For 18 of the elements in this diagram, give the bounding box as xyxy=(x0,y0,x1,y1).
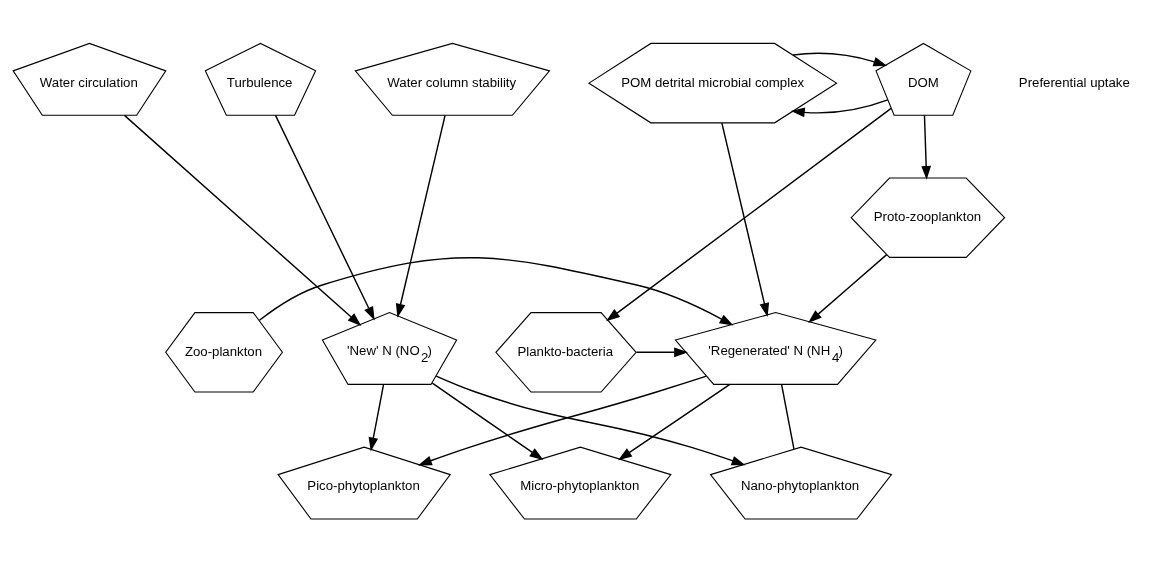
arrow xyxy=(258,256,734,326)
arrow xyxy=(274,114,375,321)
arrow xyxy=(368,383,385,451)
arrow xyxy=(921,114,932,180)
arrow xyxy=(790,98,889,117)
label: Preferential uptake xyxy=(1018,74,1130,90)
arrow xyxy=(395,114,446,318)
arrow xyxy=(792,52,888,66)
arrow xyxy=(721,121,770,317)
connector xyxy=(780,383,795,450)
arrow xyxy=(431,381,544,460)
arrow xyxy=(808,253,888,323)
arrow xyxy=(618,383,731,460)
arrow xyxy=(635,346,689,357)
arrow xyxy=(417,374,708,465)
arrow xyxy=(435,374,746,465)
arrow xyxy=(123,114,362,326)
arrow xyxy=(606,107,892,321)
